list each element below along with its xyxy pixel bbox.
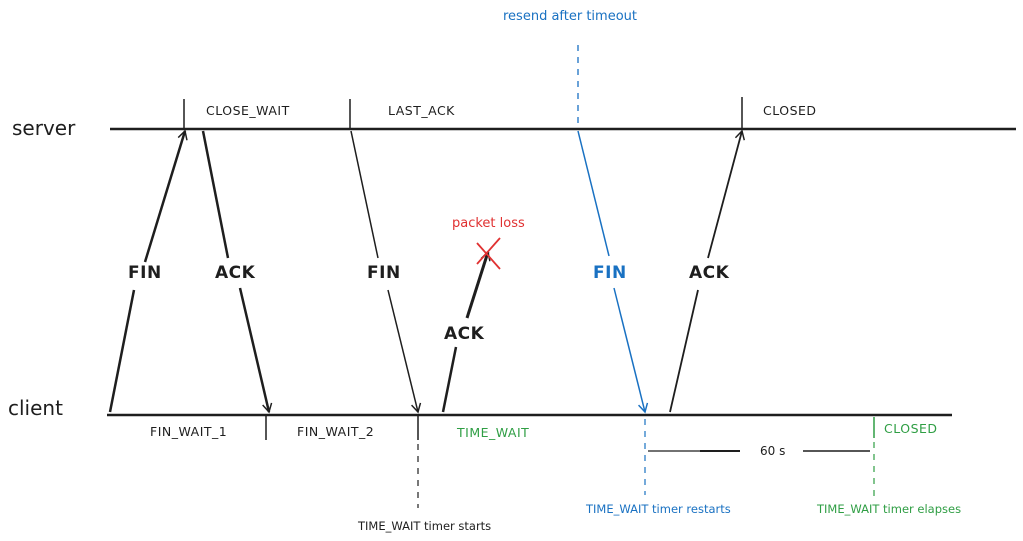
fin-2-label: FIN <box>367 263 401 283</box>
fin-2-arrow-segment <box>350 130 379 259</box>
ack-final-label: ACK <box>689 263 730 283</box>
ack-1-arrow <box>238 287 273 414</box>
fin-resend-arrow <box>613 287 649 414</box>
client-actor-label: client <box>8 396 63 420</box>
client-state-fin-wait-1: FIN_WAIT_1 <box>150 424 227 439</box>
server-state-last-ack: LAST_ACK <box>388 103 455 118</box>
server-state-close-wait: CLOSE_WAIT <box>206 103 290 118</box>
fin-1-arrow <box>143 129 188 263</box>
ack-lost-label: ACK <box>444 324 485 344</box>
timer-starts-label: TIME_WAIT timer starts <box>357 519 491 533</box>
ack-lost-arrow-segment <box>441 346 458 413</box>
client-state-fin-wait-2: FIN_WAIT_2 <box>297 424 374 439</box>
ack-final-arrow-segment <box>669 289 699 413</box>
server-state-closed: CLOSED <box>763 103 817 118</box>
client-state-closed: CLOSED <box>884 421 938 436</box>
resend-label: resend after timeout <box>503 9 637 24</box>
server-actor-label: server <box>12 116 76 140</box>
ack-lost-arrow <box>465 250 491 319</box>
fin-1-label: FIN <box>128 263 162 283</box>
timer-elapses-label: TIME_WAIT timer elapses <box>816 502 961 516</box>
packet-loss-label: packet loss <box>452 216 525 231</box>
ack-final-arrow <box>707 129 746 259</box>
fin-2-arrow <box>387 289 422 414</box>
timer-restarts-label: TIME_WAIT timer restarts <box>585 502 731 516</box>
fin-resend-arrow-segment <box>577 130 610 257</box>
fin-resend-label: FIN <box>593 263 627 283</box>
duration-label: 60 s <box>760 444 785 458</box>
packet-loss-x-icon <box>476 237 501 270</box>
ack-1-label: ACK <box>215 263 256 283</box>
ack-1-arrow-segment <box>201 130 230 259</box>
fin-1-arrow-segment <box>108 289 136 413</box>
client-state-time-wait: TIME_WAIT <box>456 425 529 440</box>
